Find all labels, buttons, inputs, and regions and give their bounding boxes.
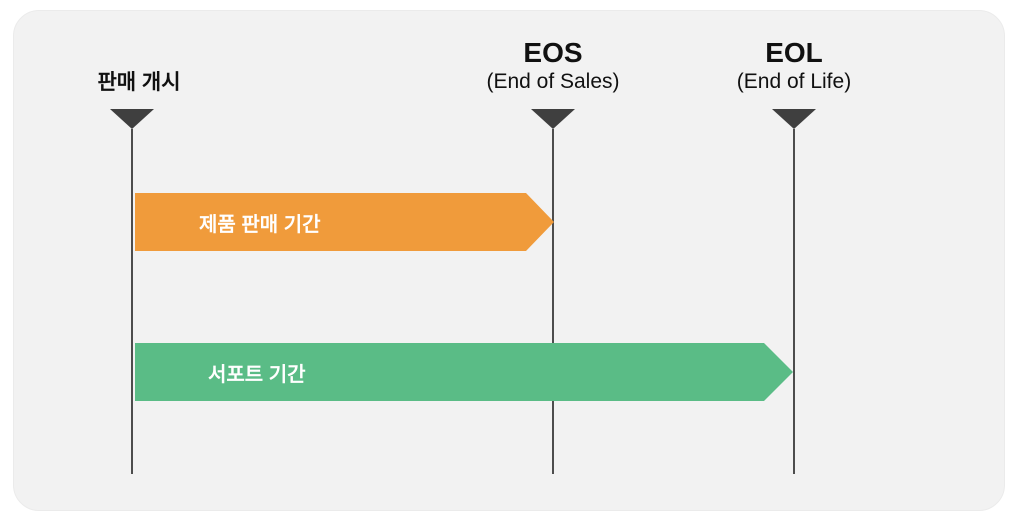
milestone-eol-subtitle: (End of Life) [736, 70, 852, 93]
milestone-sales-start: 판매 개시 [39, 31, 239, 95]
milestone-eos-subtitle: (End of Sales) [486, 70, 620, 93]
bar-support-period-label: 서포트 기간 [208, 363, 306, 386]
milestone-eol: EOL (End of Life) [664, 31, 924, 95]
triangle-marker-icon [531, 109, 575, 129]
milestone-eos-title: EOS [523, 37, 583, 68]
triangle-marker-icon [110, 109, 154, 129]
milestone-eos: EOS (End of Sales) [423, 31, 683, 95]
milestone-eol-title: EOL [765, 37, 823, 68]
triangle-marker-icon [772, 109, 816, 129]
timeline-line-eos [552, 129, 554, 474]
bar-product-sales-period: 제품 판매 기간 [135, 193, 554, 251]
bar-product-sales-period-label: 제품 판매 기간 [199, 213, 321, 236]
timeline-line-sales-start [131, 129, 133, 474]
milestone-sales-start-title: 판매 개시 [97, 71, 181, 94]
diagram-card: 판매 개시 EOS (End of Sales) EOL (End of Lif… [13, 10, 1005, 511]
timeline-line-eol [793, 129, 795, 474]
bar-support-period: 서포트 기간 [135, 343, 793, 401]
